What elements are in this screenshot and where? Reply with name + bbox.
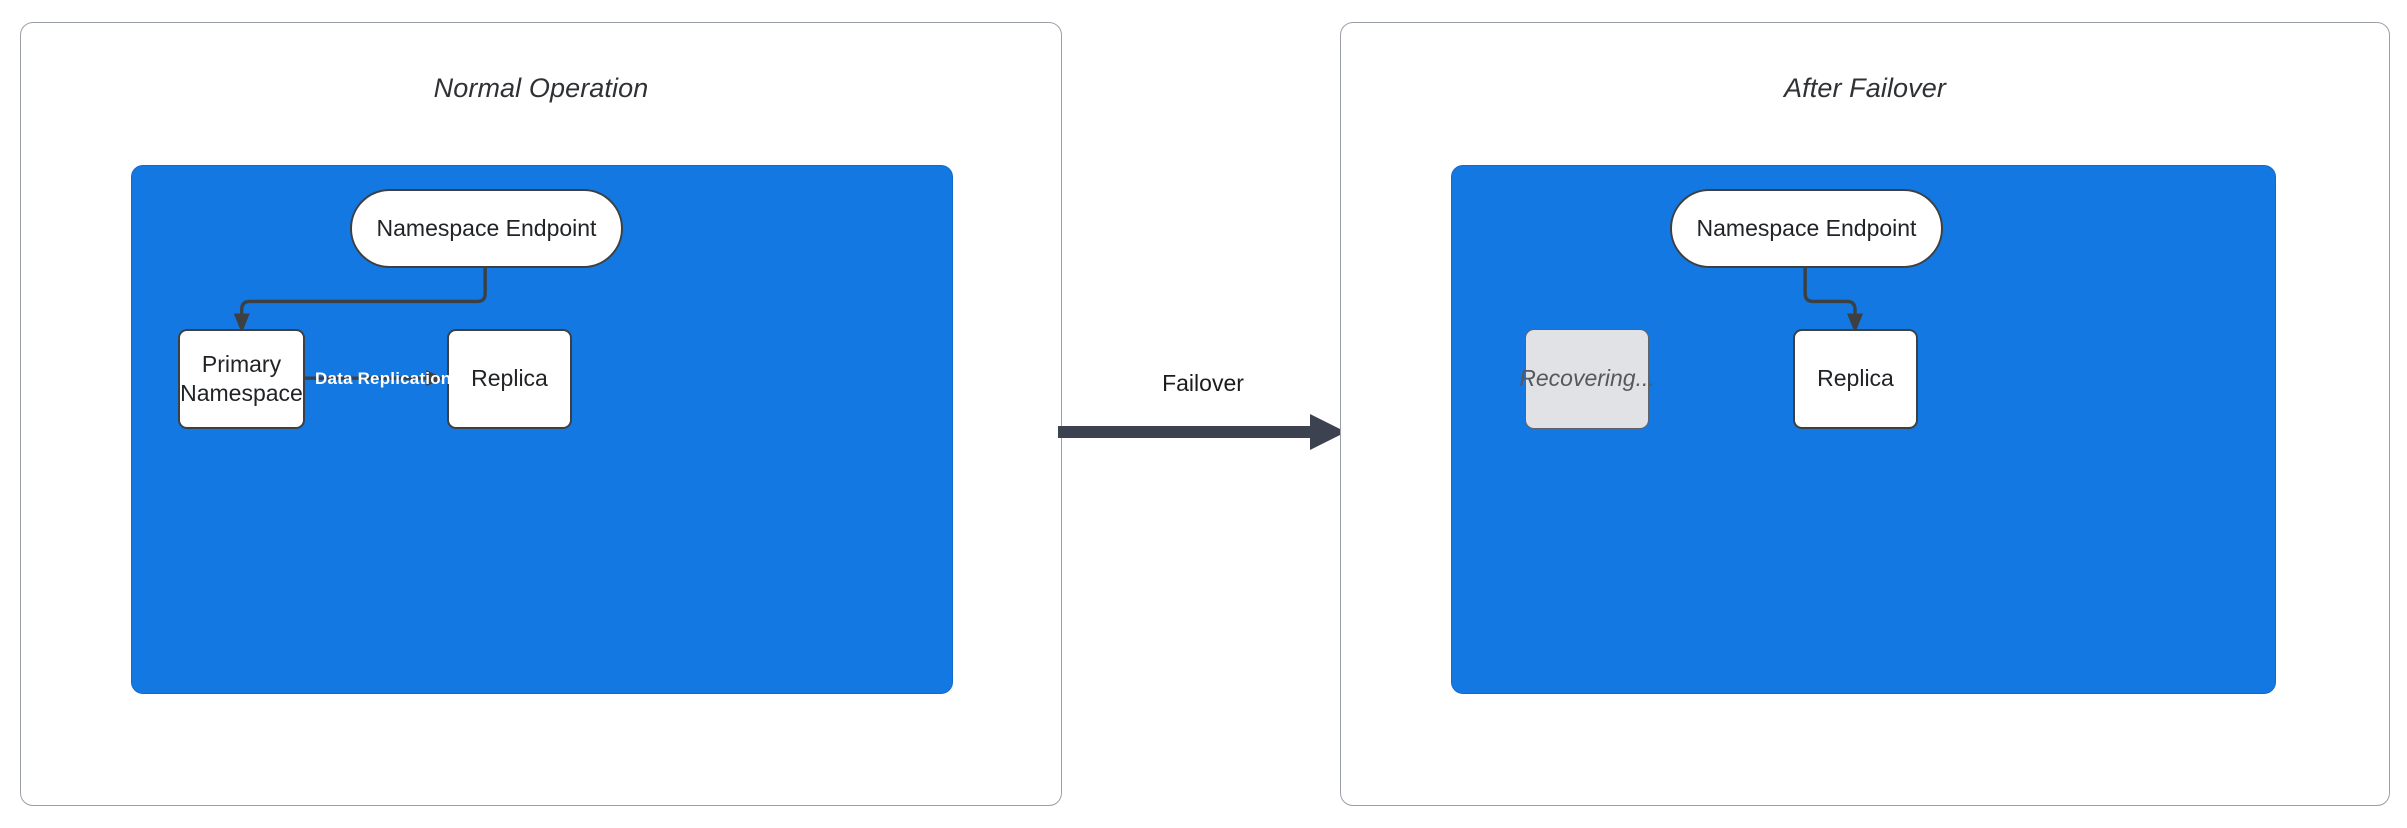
node-namespace-endpoint-left[interactable]: Namespace Endpoint <box>350 189 623 268</box>
panel-title-normal-operation: Normal Operation <box>433 73 649 103</box>
node-replica-right[interactable]: Replica <box>1793 329 1918 429</box>
edge-label-data-replication: Data Replication <box>315 369 452 388</box>
edge-endpoint-to-replica <box>1803 265 1857 320</box>
node-primary-namespace[interactable]: Primary Namespace <box>178 329 305 429</box>
group-region-after-failover: Namespace Endpoint Recovering... Replica <box>1451 165 2276 694</box>
node-label: Replica <box>471 365 548 392</box>
edge-endpoint-to-primary <box>240 265 487 320</box>
node-label: Namespace Endpoint <box>376 214 597 241</box>
node-label: Replica <box>1817 365 1894 392</box>
node-label: Primary Namespace <box>180 350 303 409</box>
node-label-line-1: Primary <box>201 350 282 377</box>
failover-transition: Failover <box>1058 370 1348 480</box>
node-recovering[interactable]: Recovering... <box>1519 329 1655 429</box>
node-namespace-endpoint-right[interactable]: Namespace Endpoint <box>1670 189 1943 268</box>
panel-normal-operation: Normal Operation Namespace Endpoint Prim… <box>20 22 1062 806</box>
node-label: Recovering... <box>1519 365 1655 392</box>
panel-after-failover: After Failover Namespace Endpoint Recove… <box>1340 22 2390 806</box>
group-region-normal-operation: Namespace Endpoint Primary Namespace Rep… <box>131 165 953 694</box>
failover-arrow-icon <box>1058 414 1346 450</box>
node-replica-left[interactable]: Replica <box>447 329 572 429</box>
node-label-line-2: Namespace <box>180 380 303 406</box>
failover-label: Failover <box>1162 370 1244 396</box>
node-label: Namespace Endpoint <box>1696 214 1917 241</box>
panel-title-after-failover: After Failover <box>1784 73 1946 103</box>
